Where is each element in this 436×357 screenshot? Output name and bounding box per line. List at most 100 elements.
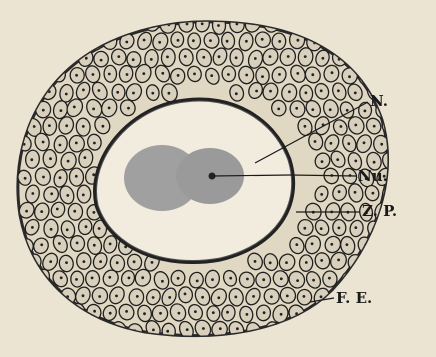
- epithelial-cell-nucleus: [262, 278, 265, 281]
- epithelial-cell-nucleus: [161, 72, 164, 75]
- epithelial-cell-nucleus: [92, 108, 95, 111]
- epithelial-cell-nucleus: [98, 227, 101, 230]
- epithelial-cell-nucleus: [320, 227, 323, 230]
- epithelial-cell-nucleus: [235, 92, 238, 95]
- epithelial-cell-nucleus: [193, 73, 196, 76]
- epithelial-cell-nucleus: [31, 226, 34, 229]
- epithelial-cell-nucleus: [246, 313, 249, 316]
- epithelial-cell-nucleus: [127, 107, 130, 110]
- epithelial-cell-nucleus: [65, 261, 68, 264]
- epithelial-cell-nucleus: [75, 175, 78, 178]
- epithelial-cell-nucleus: [127, 277, 130, 280]
- epithelial-cell-nucleus: [254, 260, 257, 263]
- epithelial-cell-nucleus: [286, 295, 289, 298]
- epithelial-cell-nucleus: [143, 312, 146, 315]
- epithelial-cell-nucleus: [269, 90, 272, 93]
- epithelial-cell-nucleus: [48, 124, 51, 127]
- epithelial-cell-nucleus: [132, 92, 135, 95]
- epithelial-cell-nucleus: [73, 210, 76, 213]
- epithelial-cell-nucleus: [133, 260, 136, 263]
- epithelial-cell-nucleus: [178, 312, 181, 315]
- epithelial-cell-nucleus: [278, 73, 281, 76]
- epithelial-cell-nucleus: [132, 58, 135, 61]
- epithelial-cell-nucleus: [186, 328, 189, 331]
- epithelial-cell-nucleus: [330, 243, 333, 246]
- epithelial-cell-nucleus: [166, 56, 169, 59]
- epithelial-cell-nucleus: [321, 160, 324, 163]
- label-nu: Nu.: [358, 167, 388, 185]
- epithelial-cell-nucleus: [93, 244, 96, 247]
- epithelial-cell-nucleus: [126, 73, 129, 76]
- epithelial-cell-nucleus: [125, 310, 128, 313]
- epithelial-cell-nucleus: [142, 72, 145, 75]
- epithelial-cell-nucleus: [59, 144, 62, 147]
- epithelial-cell-nucleus: [336, 158, 339, 161]
- epithelial-cell-nucleus: [346, 243, 349, 246]
- epithelial-cell-nucleus: [177, 74, 180, 77]
- epithelial-cell-nucleus: [82, 194, 85, 197]
- epithelial-cell-nucleus: [305, 261, 308, 264]
- epithelial-cell-nucleus: [116, 91, 119, 94]
- epithelial-cell-nucleus: [82, 125, 85, 128]
- epithelial-cell-nucleus: [354, 191, 357, 194]
- epithelial-cell-nucleus: [311, 73, 314, 76]
- epithelial-cell-nucleus: [93, 211, 96, 214]
- epithelial-cell-nucleus: [245, 74, 248, 77]
- epithelial-cell-nucleus: [177, 39, 180, 42]
- epithelial-cell-nucleus: [194, 310, 197, 313]
- epithelial-cell-nucleus: [372, 192, 375, 195]
- epithelial-cell-nucleus: [150, 58, 153, 61]
- epithelial-cell-nucleus: [373, 125, 376, 128]
- epithelial-cell-nucleus: [364, 110, 367, 113]
- epithelial-cell-nucleus: [331, 71, 334, 74]
- epithelial-cell-nucleus: [84, 156, 87, 159]
- epithelial-cell-nucleus: [30, 158, 33, 161]
- epithelial-cell-nucleus: [85, 57, 88, 60]
- label-fe: F. E.: [336, 289, 372, 307]
- epithelial-cell-nucleus: [49, 157, 52, 160]
- epithelial-cell-nucleus: [76, 242, 79, 245]
- epithelial-cell-nucleus: [85, 225, 88, 228]
- epithelial-cell-nucleus: [59, 176, 62, 179]
- epithelial-cell-nucleus: [288, 90, 291, 93]
- epithelial-cell-nucleus: [108, 276, 111, 279]
- epithelial-cell-nucleus: [42, 176, 45, 179]
- epithelial-cell-nucleus: [234, 296, 237, 299]
- epithelial-cell-nucleus: [177, 277, 180, 280]
- epithelial-cell-nucleus: [252, 295, 255, 298]
- epithelial-cell-nucleus: [91, 277, 94, 280]
- epithelial-cell-nucleus: [217, 24, 220, 27]
- epithelial-cell-nucleus: [65, 124, 68, 127]
- epithelial-cell-nucleus: [229, 277, 232, 280]
- epithelial-cell-nucleus: [186, 23, 189, 26]
- epithelial-cell-nucleus: [168, 296, 171, 299]
- epithelial-cell-nucleus: [212, 311, 215, 314]
- epithelial-cell-nucleus: [280, 313, 283, 316]
- epithelial-cell-nucleus: [102, 125, 105, 128]
- epithelial-cell-nucleus: [236, 327, 239, 330]
- epithelial-cell-nucleus: [217, 296, 220, 299]
- epithelial-cell-nucleus: [184, 293, 187, 296]
- epithelial-cell-nucleus: [303, 295, 306, 298]
- epithelial-cell-nucleus: [210, 74, 213, 77]
- epithelial-cell-nucleus: [65, 93, 68, 96]
- epithelial-cell-nucleus: [305, 91, 308, 94]
- epithelial-cell-nucleus: [42, 141, 45, 144]
- epithelial-cell-nucleus: [40, 210, 43, 213]
- epithelial-cell-nucleus: [115, 295, 118, 298]
- epithelial-cell-nucleus: [346, 109, 349, 112]
- epithelial-cell-nucleus: [263, 311, 266, 314]
- epithelial-cell-nucleus: [166, 330, 169, 333]
- epithelial-cell-nucleus: [338, 190, 341, 193]
- epithelial-cell-nucleus: [246, 278, 249, 281]
- epithelial-cell-nucleus: [280, 277, 283, 280]
- label-zp: Z. P.: [362, 202, 397, 220]
- epithelial-cell-nucleus: [117, 55, 120, 58]
- epithelial-cell-nucleus: [338, 227, 341, 230]
- epithelial-cell-nucleus: [287, 55, 290, 58]
- epithelial-cell-nucleus: [125, 41, 128, 44]
- epithelial-cell-nucleus: [380, 143, 383, 146]
- epithelial-cell-nucleus: [33, 125, 36, 128]
- epithelial-cell-nucleus: [226, 40, 229, 43]
